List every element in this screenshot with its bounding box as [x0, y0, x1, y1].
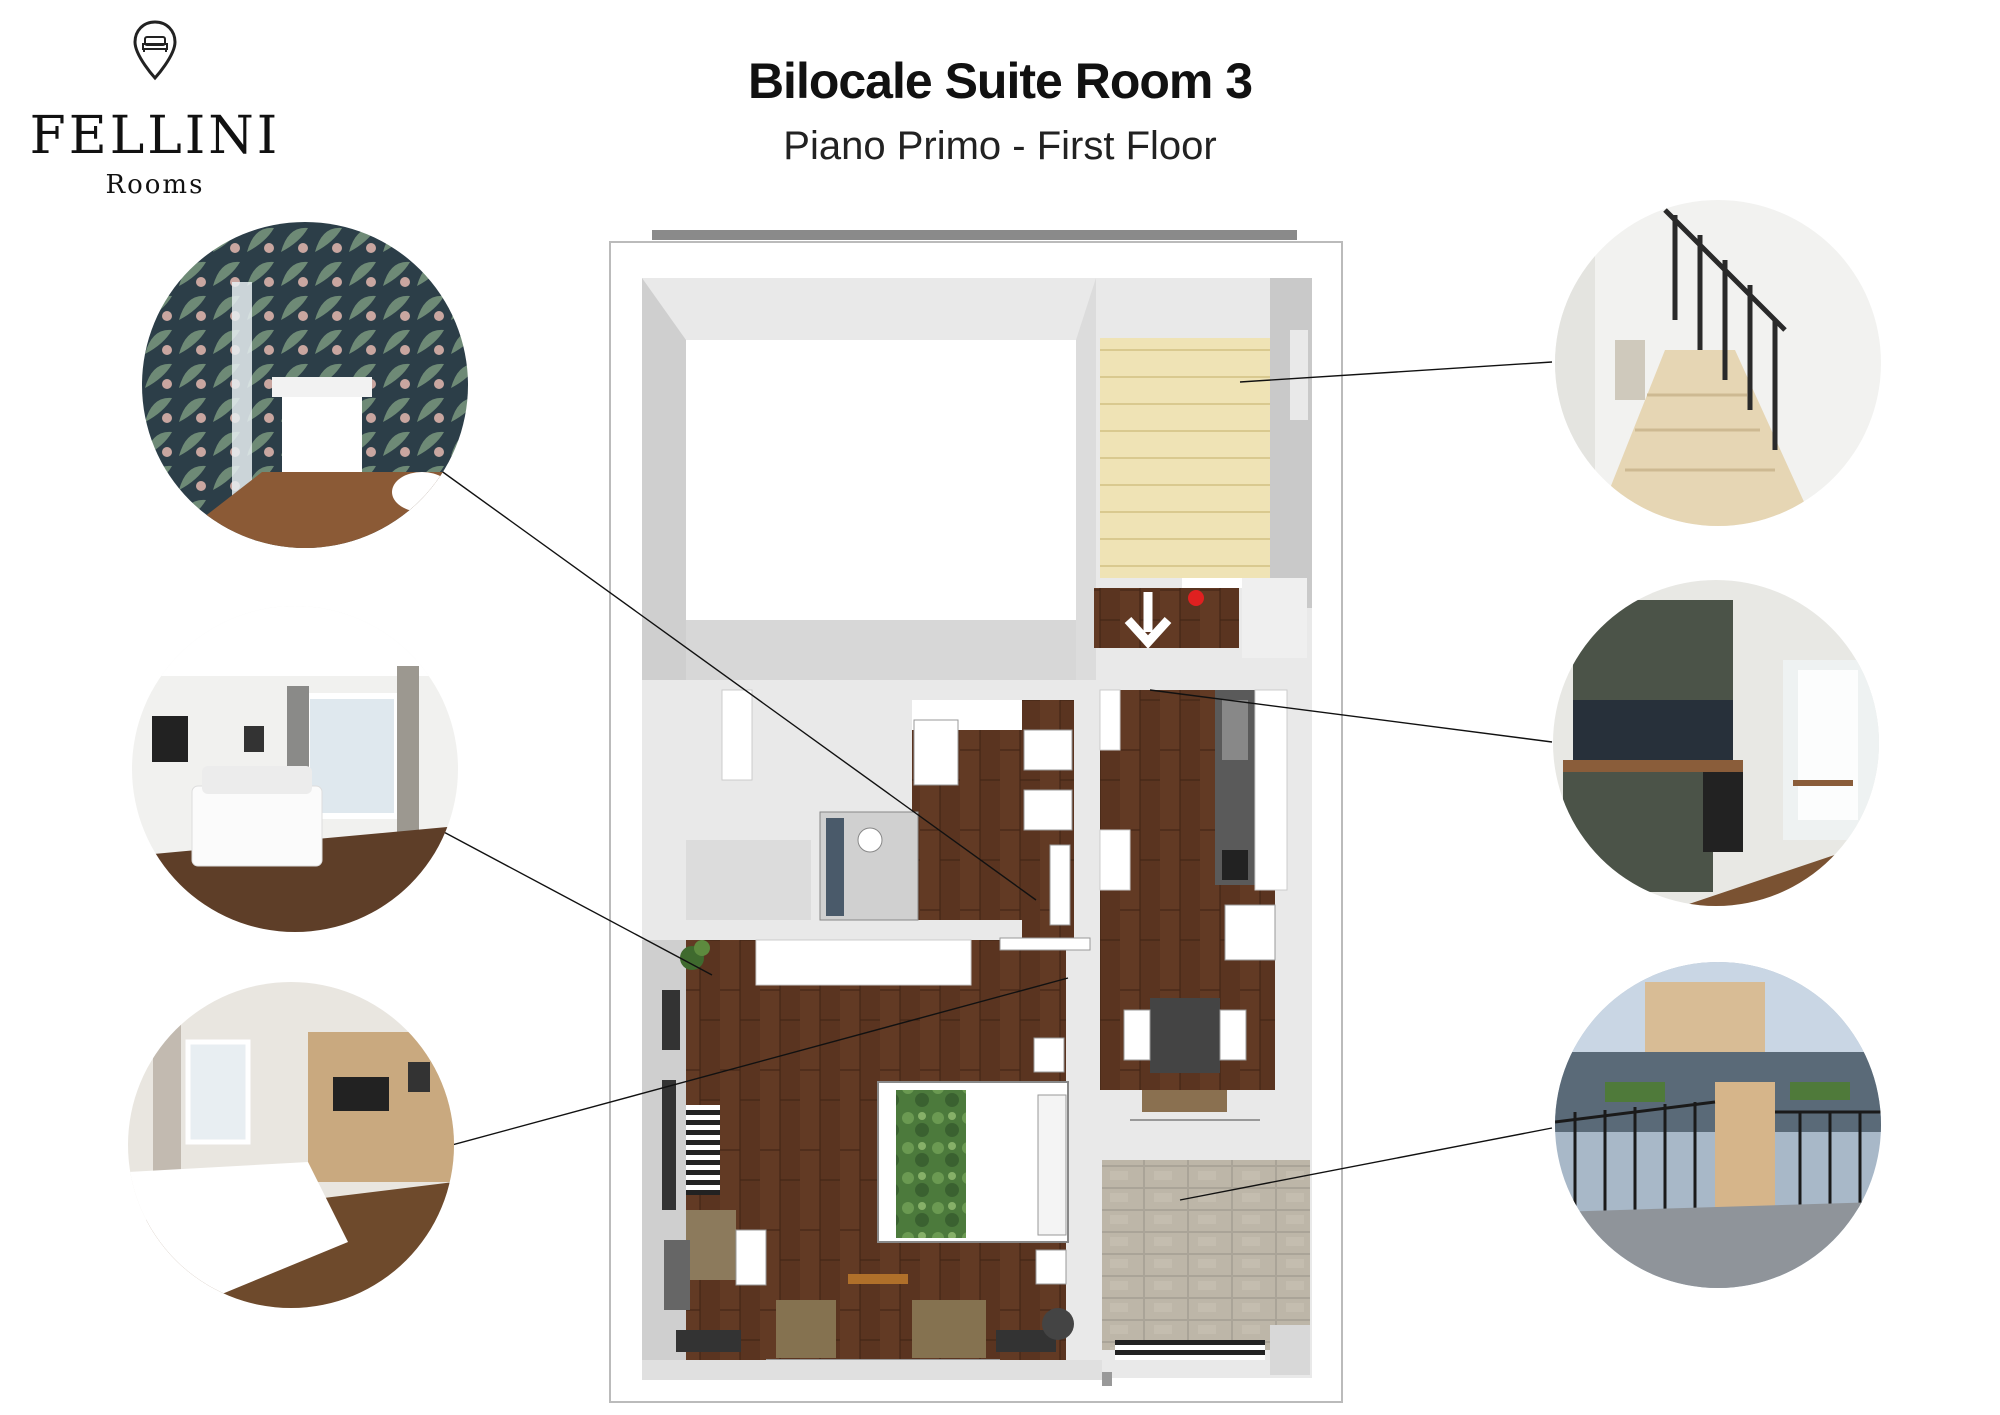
bathroom-photo [142, 222, 468, 548]
page-subtitle: Piano Primo - First Floor [783, 124, 1217, 168]
bed-icon [142, 36, 168, 52]
bedroom-tv-photo [128, 982, 454, 1308]
location-pin-icon [133, 20, 177, 81]
staircase-photo [1555, 200, 1881, 526]
arrow-down-icon [1124, 592, 1172, 649]
bedroom-photo [132, 606, 458, 932]
brand-logo: FELLINI Rooms [20, 20, 290, 200]
brand-subtitle: Rooms [105, 170, 205, 200]
page-title: Bilocale Suite Room 3 [747, 53, 1253, 109]
kitchen-photo [1553, 580, 1879, 906]
balcony-photo [1555, 962, 1881, 1288]
brand-name: FELLINI [29, 106, 281, 166]
entry-marker-icon [1188, 590, 1204, 606]
